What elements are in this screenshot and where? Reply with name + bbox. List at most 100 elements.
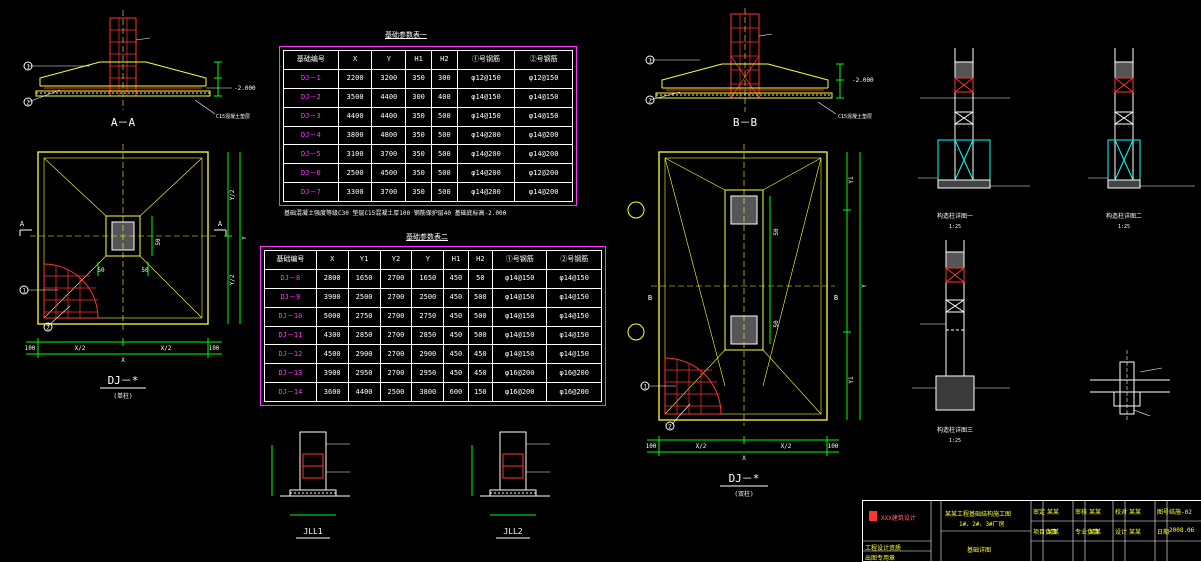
dim-50-p2-b: 50 (773, 320, 780, 328)
table-cell: 50 (467, 268, 494, 289)
table-cell: 4400 (347, 382, 381, 402)
table-cell: 2700 (379, 287, 413, 308)
table-header-cell: H1 (405, 50, 432, 70)
jll2-detail (471, 431, 550, 516)
table-header-cell: 基础编号 (283, 50, 339, 70)
dim-50-c: 50 (155, 238, 162, 246)
table-cell: 3200 (371, 68, 407, 89)
table-cell: φ12@150 (456, 68, 516, 89)
table-cell: φ14@150 (546, 306, 602, 327)
table1-title: 基础参数表一 (385, 31, 427, 39)
tb-project: 某某工程基础结构施工图 (945, 511, 1012, 518)
table-header-cell: H2 (430, 50, 458, 70)
table-cell: 500 (430, 125, 458, 146)
elev-label-bb: -2.000 (852, 77, 874, 84)
tb-sig4: 某某 (1047, 529, 1060, 536)
table-cell: 300 (430, 68, 458, 89)
dim-100-left: 100 (25, 345, 36, 352)
table-cell: 450 (443, 287, 469, 308)
col-detail-2 (1088, 48, 1195, 189)
table-cell: 2900 (411, 344, 445, 365)
table-cell: 2700 (379, 344, 413, 365)
table-cell: 2700 (379, 363, 413, 384)
tb-sig1: 某某 (1047, 509, 1060, 516)
table-header-cell: ①号钢筋 (492, 250, 548, 270)
table-cell: 2500 (337, 163, 373, 184)
tb-date: 2008.06 (1169, 527, 1195, 534)
table-cell: 300 (405, 87, 432, 108)
col1-scale: 1:25 (949, 224, 961, 230)
table-cell: 450 (443, 344, 469, 365)
tb-r2c2: 专业负责 (1075, 529, 1100, 536)
table-cell: 2850 (411, 325, 445, 346)
table-cell: φ16@200 (546, 382, 602, 402)
table-cell: DJ－3 (283, 106, 339, 127)
table-header-cell: H1 (443, 250, 469, 270)
table-header-cell: ②号钢筋 (514, 50, 573, 70)
table-cell: DJ－13 (264, 363, 317, 384)
table-cell: 3100 (337, 144, 373, 165)
elev-label-aa: -2.000 (234, 85, 256, 92)
table-cell: 3800 (411, 382, 445, 402)
table-cell: 450 (443, 268, 469, 289)
table-cell: 2900 (347, 344, 381, 365)
tb-sub: 1#、2#、3#厂房 (959, 521, 1005, 528)
cushion-label-aa: C15混凝土垫层 (216, 113, 250, 120)
section-a-left: A (20, 220, 25, 228)
section-a-right: A (218, 220, 223, 228)
dim-x2-right: X/2 (161, 345, 172, 352)
dim-y2-top: Y/2 (229, 189, 236, 200)
table-header-cell: Y (371, 50, 407, 70)
table-cell: φ14@150 (546, 344, 602, 365)
dim-y2-bot: Y/2 (229, 274, 236, 285)
table-cell: 2700 (379, 325, 413, 346)
table-cell: 2750 (411, 306, 445, 327)
table-cell: DJ－5 (283, 144, 339, 165)
table-cell: 1650 (347, 268, 381, 289)
table-cell: 500 (467, 306, 494, 327)
table-cell: 4800 (371, 125, 407, 146)
tb-r2c3: 设计 (1115, 529, 1128, 536)
dim-x-p2-total: X (742, 455, 746, 462)
table-cell: 3700 (371, 182, 407, 202)
table-cell: φ14@200 (514, 182, 573, 202)
table-cell: 3300 (337, 182, 373, 202)
title-block: XXX建筑设计 工程设计资质 出图专用章 某某工程基础结构施工图 1#、2#、3… (862, 500, 1201, 562)
dim-y-p2-total: Y (861, 284, 868, 288)
table-cell: φ16@200 (546, 363, 602, 384)
table-cell: DJ－11 (264, 325, 317, 346)
table-cell: 500 (430, 144, 458, 165)
table-cell: 3800 (337, 125, 373, 146)
dim-x2-p2-right: X/2 (781, 443, 792, 450)
table-header-cell: Y (411, 250, 445, 270)
table-cell: 2500 (347, 287, 381, 308)
table-cell: 400 (430, 87, 458, 108)
col3-scale: 1:25 (949, 438, 961, 444)
table-cell: φ14@150 (492, 268, 548, 289)
table-cell: 350 (405, 125, 432, 146)
table-cell: 450 (443, 306, 469, 327)
table-cell: DJ－2 (283, 87, 339, 108)
table-cell: 150 (467, 382, 494, 402)
table-cell: 4400 (371, 87, 407, 108)
section-bb-title: B－B (733, 116, 758, 129)
dim-y1-p2-top: Y1 (848, 176, 855, 184)
table-cell: 2950 (347, 363, 381, 384)
table-cell: 5000 (315, 306, 349, 327)
mark-2-plan2: 2 (668, 424, 672, 431)
table-cell: φ14@150 (492, 306, 548, 327)
table-cell: 2500 (379, 382, 413, 402)
table-cell: 350 (405, 68, 432, 89)
plan2-title: DJ－* (729, 472, 760, 485)
table-header-cell: X (337, 50, 373, 70)
table-header-cell: 基础编号 (264, 250, 317, 270)
